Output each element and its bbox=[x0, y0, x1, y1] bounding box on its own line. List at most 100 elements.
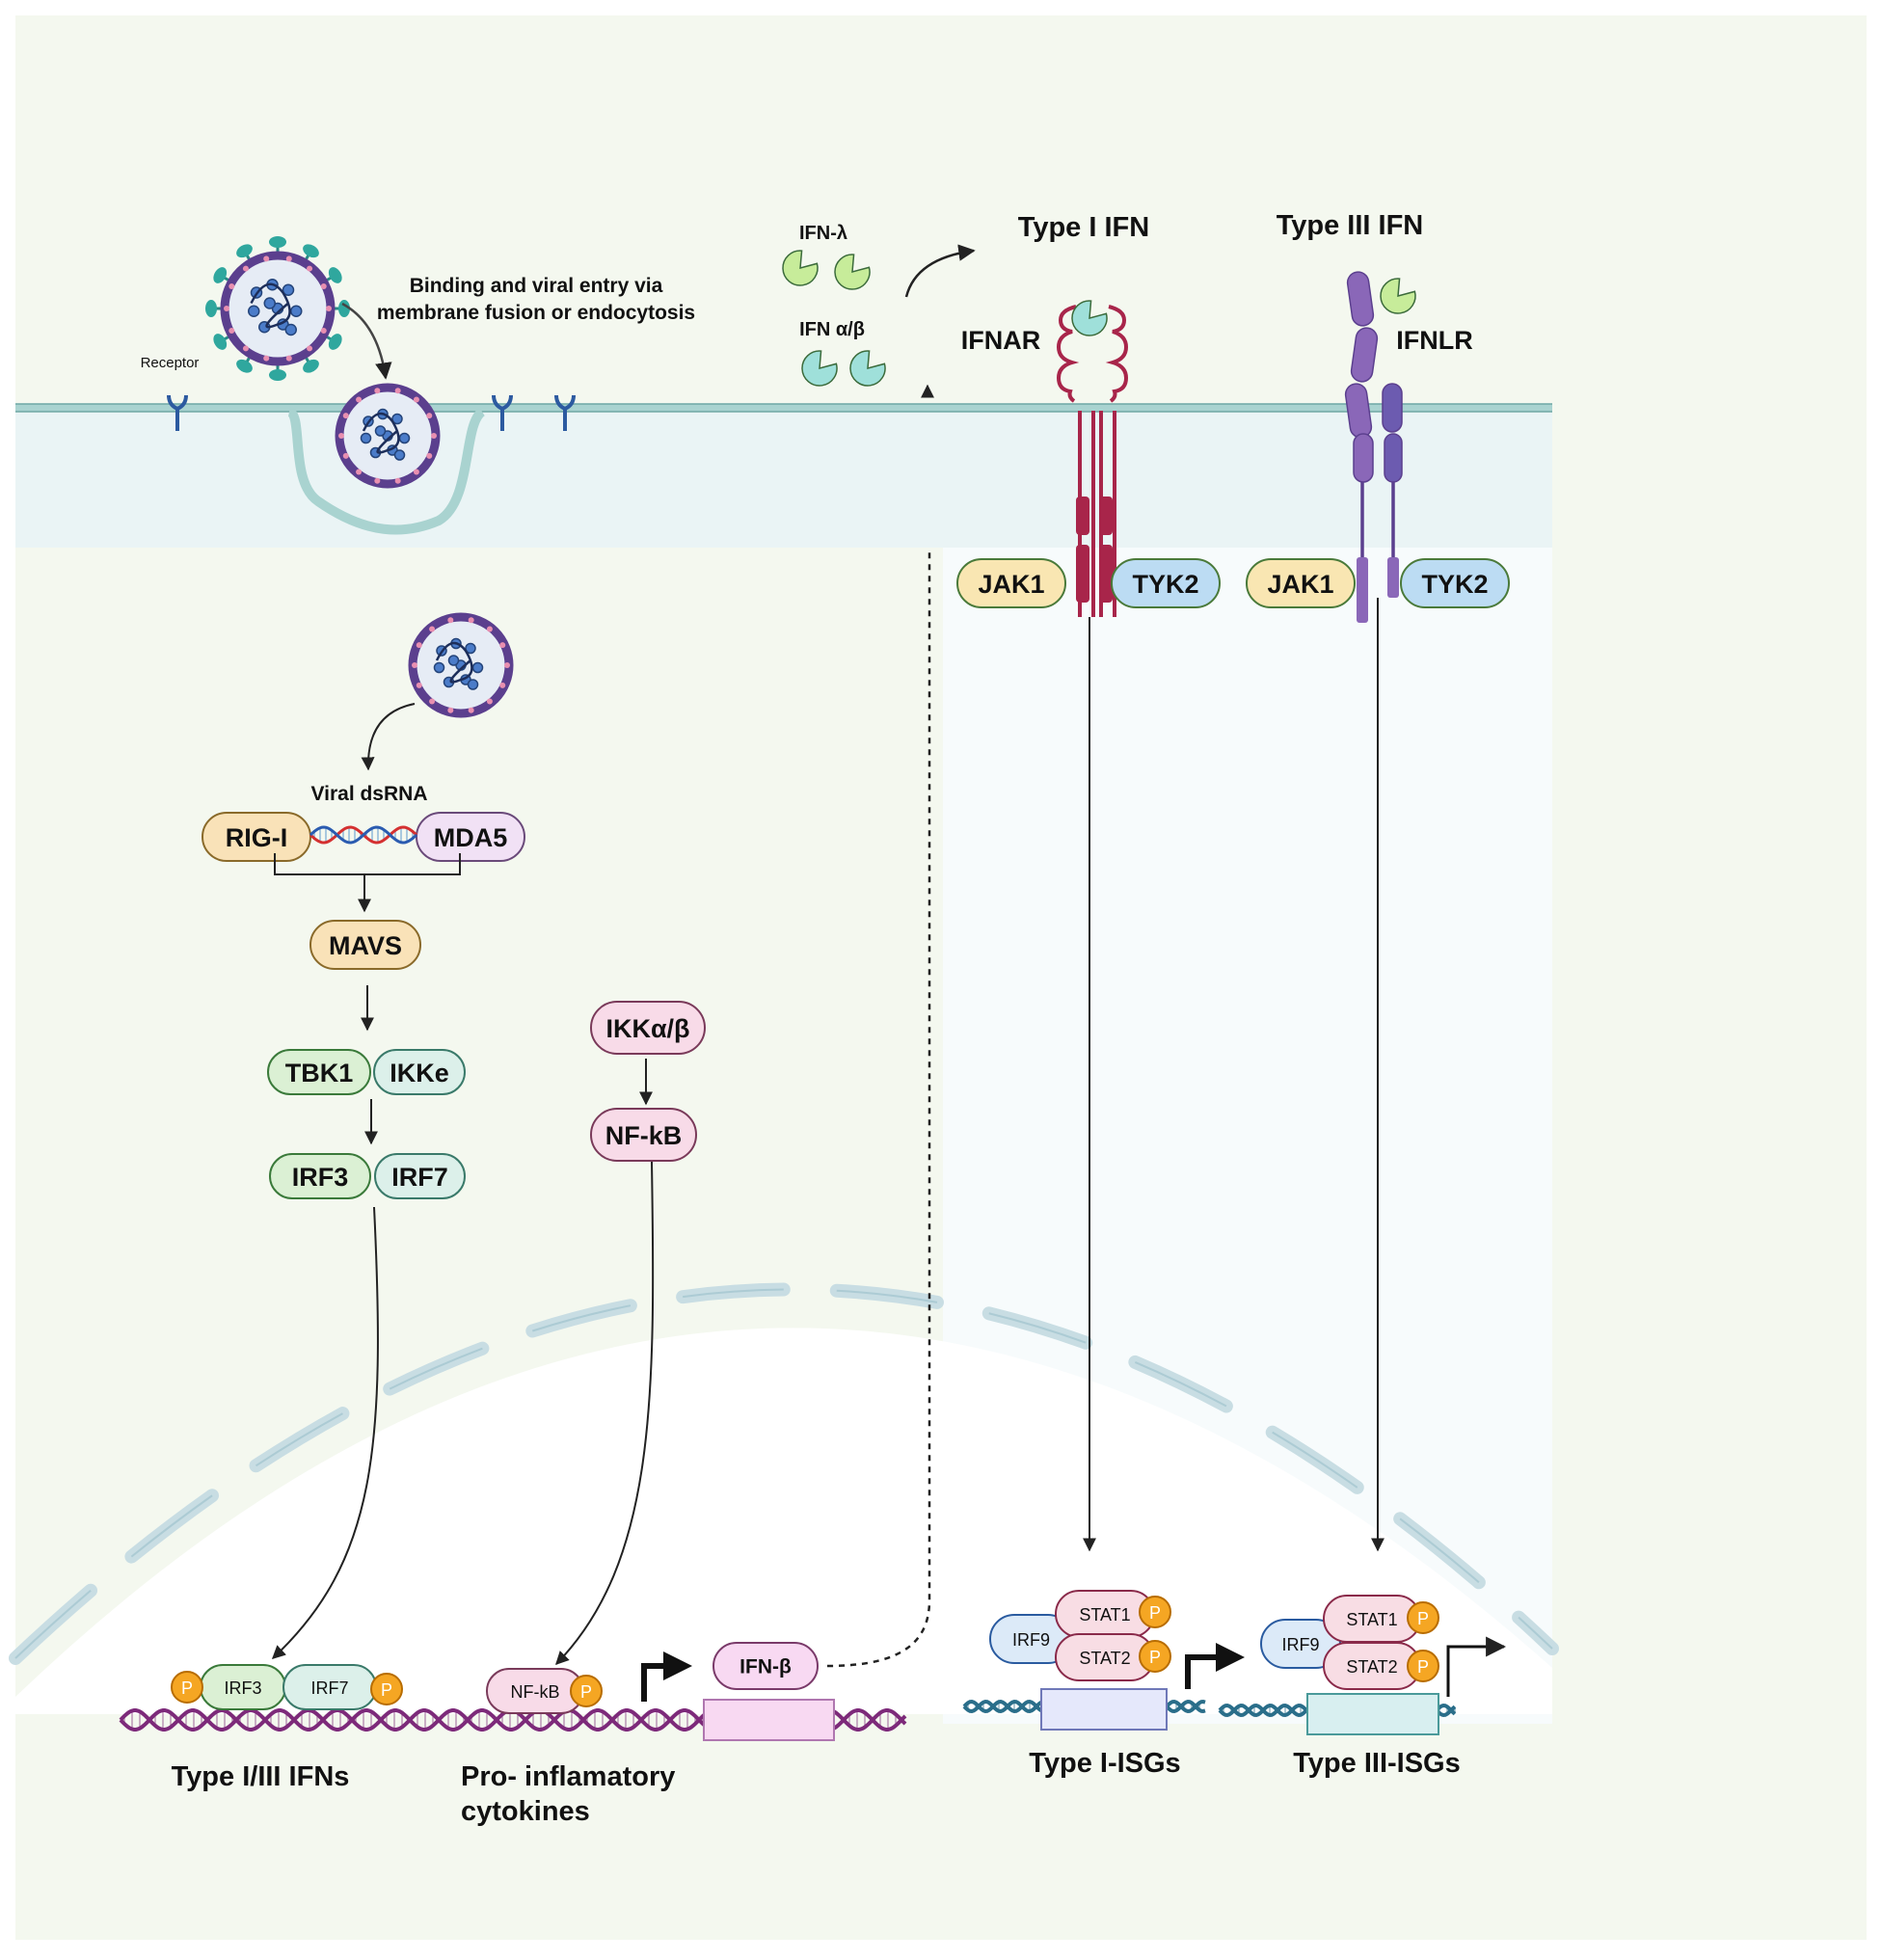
phosphate-label: P bbox=[1149, 1603, 1161, 1623]
receptor-icon bbox=[167, 394, 188, 431]
ifnar-tm-segment bbox=[1099, 545, 1113, 603]
phosphate-badge: P bbox=[1407, 1601, 1439, 1634]
ifnlr-label: IFNLR bbox=[1396, 326, 1472, 355]
entry-label-line2: membrane fusion or endocytosis bbox=[377, 302, 695, 324]
irf7-cyto-pill: IRF7 bbox=[374, 1153, 466, 1199]
virus-to-dsrna-arrow bbox=[361, 703, 416, 771]
virus-icon bbox=[408, 612, 514, 718]
irf9-type-iii-pill: IRF9 bbox=[1260, 1619, 1341, 1669]
pro-inflammatory-label-line2: cytokines bbox=[461, 1796, 590, 1827]
tyk2-type-i-pill: TYK2 bbox=[1111, 558, 1221, 608]
ifn-beta-pill-label: IFN-β bbox=[739, 1656, 792, 1678]
ifn-ab-label: IFN α/β bbox=[799, 319, 865, 340]
ikk-ab-pill: IKKα/β bbox=[590, 1001, 706, 1055]
stat2-type-i-pill: STAT2 bbox=[1055, 1633, 1155, 1681]
tyk2-type-iii-pill-label: TYK2 bbox=[1421, 570, 1488, 599]
type-i-transcription-arrow bbox=[1185, 1643, 1245, 1689]
irf9-type-iii-pill-label: IRF9 bbox=[1281, 1635, 1319, 1654]
phosphate-label: P bbox=[381, 1680, 392, 1700]
stat2-type-iii-pill: STAT2 bbox=[1323, 1642, 1421, 1690]
ifnlr-receptor bbox=[1344, 271, 1403, 483]
ifnar-label: IFNAR bbox=[961, 326, 1041, 355]
nfkb-nuclear-pill-label: NF-kB bbox=[511, 1682, 560, 1702]
phosphate-label: P bbox=[1417, 1657, 1429, 1677]
ifn-beta-gene-box bbox=[703, 1699, 835, 1741]
tyk2-type-iii-pill: TYK2 bbox=[1400, 558, 1510, 608]
nfkb-cyto-pill: NF-kB bbox=[590, 1108, 697, 1162]
type-i-ifn-title: Type I IFN bbox=[1018, 212, 1149, 243]
rig-mda5-bracket bbox=[274, 853, 461, 875]
tbk1-pill: TBK1 bbox=[267, 1049, 371, 1095]
ikke-pill: IKKe bbox=[373, 1049, 466, 1095]
viral-dsrna-label: Viral dsRNA bbox=[311, 783, 428, 805]
secretion-arrow bbox=[904, 244, 976, 298]
ifn-beta-transcription-arrow bbox=[641, 1651, 692, 1702]
type-iii-isgs-label: Type III-ISGs bbox=[1293, 1748, 1461, 1779]
phosphate-badge: P bbox=[370, 1673, 403, 1705]
ifn-lambda-ligand-bound bbox=[1380, 278, 1416, 314]
receptor-icon bbox=[492, 394, 513, 431]
ifn-ab-ligand-bound bbox=[1071, 300, 1108, 336]
phosphate-badge: P bbox=[1139, 1596, 1171, 1628]
type-i-isgs-label: Type I-ISGs bbox=[1029, 1748, 1180, 1779]
virus-icon bbox=[335, 383, 441, 489]
jak1-type-i-pill-label: JAK1 bbox=[978, 570, 1044, 599]
irf3-cyto-pill-label: IRF3 bbox=[292, 1163, 349, 1192]
ifn-lambda-label: IFN-λ bbox=[799, 223, 847, 244]
phosphate-badge: P bbox=[570, 1675, 603, 1707]
irf3-nuclear-pill: IRF3 bbox=[200, 1664, 286, 1710]
virus-icon bbox=[205, 236, 350, 381]
ifnar-tm-segment bbox=[1076, 497, 1089, 535]
receptor-label: Receptor bbox=[141, 355, 200, 371]
rig-i-pill-label: RIG-I bbox=[226, 823, 288, 852]
jak1-type-iii-pill-label: JAK1 bbox=[1267, 570, 1333, 599]
stat2-type-iii-pill-label: STAT2 bbox=[1346, 1657, 1397, 1677]
phosphate-label: P bbox=[1417, 1609, 1429, 1628]
ifn-ab-ligand bbox=[849, 350, 886, 387]
stat1-type-i-pill-label: STAT1 bbox=[1079, 1605, 1130, 1624]
ifn-lambda-ligand bbox=[782, 250, 819, 286]
stat1-type-iii-pill-label: STAT1 bbox=[1346, 1610, 1397, 1629]
type-i-isg-gene-box bbox=[1040, 1688, 1168, 1731]
entry-arrow bbox=[341, 302, 392, 380]
nfkb-nuclear-pill: NF-kB bbox=[486, 1668, 584, 1714]
type-iii-isg-gene-box bbox=[1306, 1693, 1439, 1735]
irf9-type-i-pill: IRF9 bbox=[989, 1614, 1073, 1664]
jak1-type-i-pill: JAK1 bbox=[956, 558, 1066, 608]
ifn-beta-secretion-path bbox=[826, 548, 931, 1668]
ikke-pill-label: IKKe bbox=[390, 1059, 449, 1087]
type-iii-ifn-title: Type III IFN bbox=[1277, 210, 1424, 241]
jak1-type-iii-pill: JAK1 bbox=[1246, 558, 1356, 608]
entry-label-line1: Binding and viral entry via bbox=[410, 275, 663, 297]
pro-inflammatory-label-line1: Pro- inflamatory bbox=[461, 1761, 675, 1792]
type-iii-transcription-arrow bbox=[1446, 1636, 1507, 1697]
mda5-pill: MDA5 bbox=[416, 812, 525, 862]
endocytic-pit bbox=[286, 407, 486, 535]
ifnar-tm-segment bbox=[1076, 545, 1089, 603]
ifnar-tm-segment bbox=[1099, 497, 1113, 535]
membrane-region bbox=[15, 403, 1552, 548]
irf-to-nucleus-arrow bbox=[271, 1206, 379, 1659]
ifn-beta-pill: IFN-β bbox=[712, 1642, 819, 1690]
ikk-ab-pill-label: IKKα/β bbox=[605, 1014, 689, 1043]
tbk1-pill-label: TBK1 bbox=[285, 1059, 354, 1087]
phosphate-label: P bbox=[1149, 1648, 1161, 1667]
tyk2-type-i-pill-label: TYK2 bbox=[1132, 570, 1198, 599]
ifn-lambda-ligand bbox=[834, 254, 871, 290]
phosphate-label: P bbox=[580, 1682, 592, 1702]
mavs-pill: MAVS bbox=[309, 920, 421, 970]
ifn-ab-ligand bbox=[801, 350, 838, 387]
irf7-nuclear-pill: IRF7 bbox=[282, 1664, 377, 1710]
nfkb-to-nucleus-arrow bbox=[555, 1161, 655, 1666]
ifnlr-tm-segment bbox=[1357, 557, 1368, 623]
irf3-nuclear-pill-label: IRF3 bbox=[224, 1678, 261, 1698]
irf7-nuclear-pill-label: IRF7 bbox=[310, 1678, 348, 1698]
phosphate-badge: P bbox=[171, 1671, 203, 1704]
type-i-iii-ifns-label: Type I/III IFNs bbox=[172, 1761, 350, 1792]
stat1-type-iii-pill: STAT1 bbox=[1323, 1595, 1421, 1643]
irf7-cyto-pill-label: IRF7 bbox=[391, 1163, 448, 1192]
nuclear-envelope-inner bbox=[14, 1288, 1553, 1659]
mavs-pill-label: MAVS bbox=[329, 931, 402, 960]
